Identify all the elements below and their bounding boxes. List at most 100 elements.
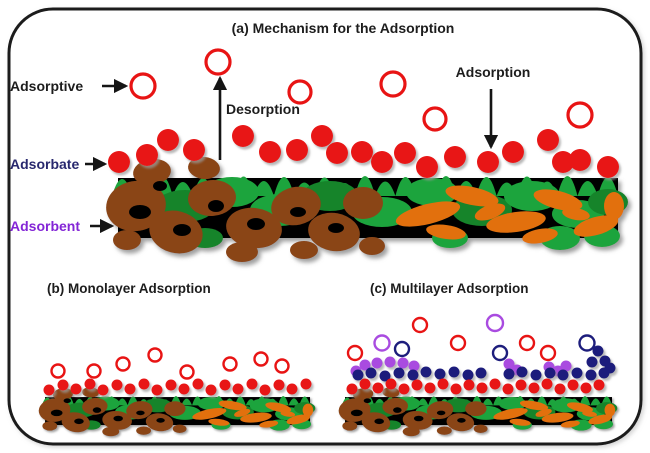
orange-blob: [218, 400, 247, 411]
adsorbate-molecule: [286, 383, 298, 395]
adsorbate-molecule-red: [554, 383, 566, 395]
adsorptive-molecule: [86, 363, 102, 379]
adsorbate-molecule: [108, 151, 130, 173]
adsorbate-molecule: [273, 379, 285, 391]
adsorbate-molecule-red: [476, 382, 488, 394]
adsorbate-molecule-red: [424, 382, 436, 394]
adsorbate-molecule-red: [411, 379, 423, 391]
adsorbate-molecule-purple: [503, 358, 515, 370]
adsorbate-molecule: [157, 129, 179, 151]
adsorbate-molecule-blue: [379, 370, 391, 382]
adsorptive-molecule-red: [346, 344, 364, 362]
pore-hole: [457, 418, 466, 423]
pore-hole: [129, 205, 151, 219]
adsorptive-molecule-purple: [373, 334, 391, 352]
adsorbent-label: Adsorbent: [10, 218, 80, 234]
pore-hole: [350, 409, 363, 417]
adsorption-label: Adsorption: [456, 64, 531, 80]
adsorbate-molecule: [416, 156, 438, 178]
adsorbate-molecule: [597, 156, 619, 178]
pore-hole: [92, 407, 102, 413]
brown-blob: [102, 426, 120, 437]
adsorbate-molecule-purple: [384, 356, 396, 368]
panel-c-adsorptive-purple-molecules: [373, 313, 505, 352]
orange-blob: [541, 412, 574, 423]
orange-blob: [240, 412, 272, 423]
pore-hole: [247, 218, 265, 230]
adsorbate-molecule: [286, 139, 308, 161]
brown-blob: [402, 426, 420, 437]
orange-blob: [474, 203, 506, 221]
adsorptive-molecule: [115, 356, 131, 372]
orange-blob: [560, 420, 580, 428]
adsorbate-molecule-blue: [393, 367, 405, 379]
adsorbate-molecule: [259, 384, 271, 396]
panel-c-adsorptive-red-molecules: [346, 316, 557, 362]
adsorbate-molecule-red: [580, 382, 592, 394]
adsorbate-molecule-purple: [371, 357, 383, 369]
orange-blob: [509, 418, 531, 426]
adsorbate-molecule-blue: [530, 369, 542, 381]
adsorptive-molecule-red: [449, 334, 467, 352]
orange-blob: [486, 211, 546, 233]
adsorbate-molecule: [165, 379, 177, 391]
adsorbate-molecule-purple: [397, 357, 409, 369]
green-blob: [406, 178, 458, 206]
brown-blob: [133, 158, 171, 186]
adsorbate-molecule-red: [528, 382, 540, 394]
adsorptive-molecule-red: [411, 316, 429, 334]
brown-blob: [473, 424, 488, 433]
orange-blob: [302, 403, 314, 417]
orange-blob: [566, 402, 593, 413]
orange-blob: [573, 215, 619, 237]
adsorbate-molecule-red: [463, 379, 475, 391]
adsorbate-molecule: [183, 139, 205, 161]
adsorbate-molecule-red: [489, 378, 501, 390]
pore-hole: [363, 398, 372, 404]
orange-blob: [604, 403, 616, 417]
pore-hole: [328, 223, 344, 233]
adsorptive-molecule: [222, 356, 238, 372]
brown-blob: [172, 424, 187, 433]
adsorbate-molecule: [97, 384, 109, 396]
panel-b-adsorptive-molecules: [50, 347, 290, 380]
brown-blob: [136, 426, 152, 435]
brown-blob: [113, 230, 141, 250]
pore-hole: [136, 410, 145, 416]
pore-hole: [113, 415, 123, 422]
orange-blob: [265, 402, 292, 413]
adsorbate-molecule: [43, 384, 55, 396]
adsorbate-molecule-blue: [407, 369, 419, 381]
brown-blob: [353, 388, 374, 401]
adsorbate-molecule: [111, 379, 123, 391]
adsorbate-molecule-blue: [544, 367, 556, 379]
panel-a-adsorbate-molecules: [108, 125, 619, 178]
brown-blob: [382, 397, 409, 415]
adsorbate-molecule-red: [372, 382, 384, 394]
adsorbate-molecule: [477, 151, 499, 173]
adsorptive-molecule: [204, 48, 232, 76]
brown-blob: [164, 401, 186, 417]
adsorbate-molecule: [326, 142, 348, 164]
pore-hole: [173, 224, 191, 236]
adsorptive-molecule: [179, 364, 195, 380]
orange-blob: [533, 189, 583, 211]
orange-blob: [286, 414, 311, 425]
adsorbate-molecule-red: [515, 379, 527, 391]
adsorbate-molecule-blue: [462, 369, 474, 381]
adsorbate-molecule: [232, 125, 254, 147]
orange-blob: [192, 407, 227, 420]
panel-b-adsorbate-molecules: [43, 378, 312, 396]
pore-hole: [208, 200, 224, 212]
adsorbate-molecule: [151, 384, 163, 396]
orange-blob: [259, 420, 279, 428]
adsorbate-molecule-blue: [475, 367, 487, 379]
adsorbate-molecule-red: [437, 378, 449, 390]
adsorbate-molecule-red: [359, 378, 371, 390]
brown-blob: [342, 421, 358, 431]
adsorptive-molecule-blue: [393, 340, 411, 358]
orange-blob: [234, 408, 251, 417]
brown-blob: [42, 421, 58, 431]
adsorptive-molecule: [50, 363, 66, 379]
